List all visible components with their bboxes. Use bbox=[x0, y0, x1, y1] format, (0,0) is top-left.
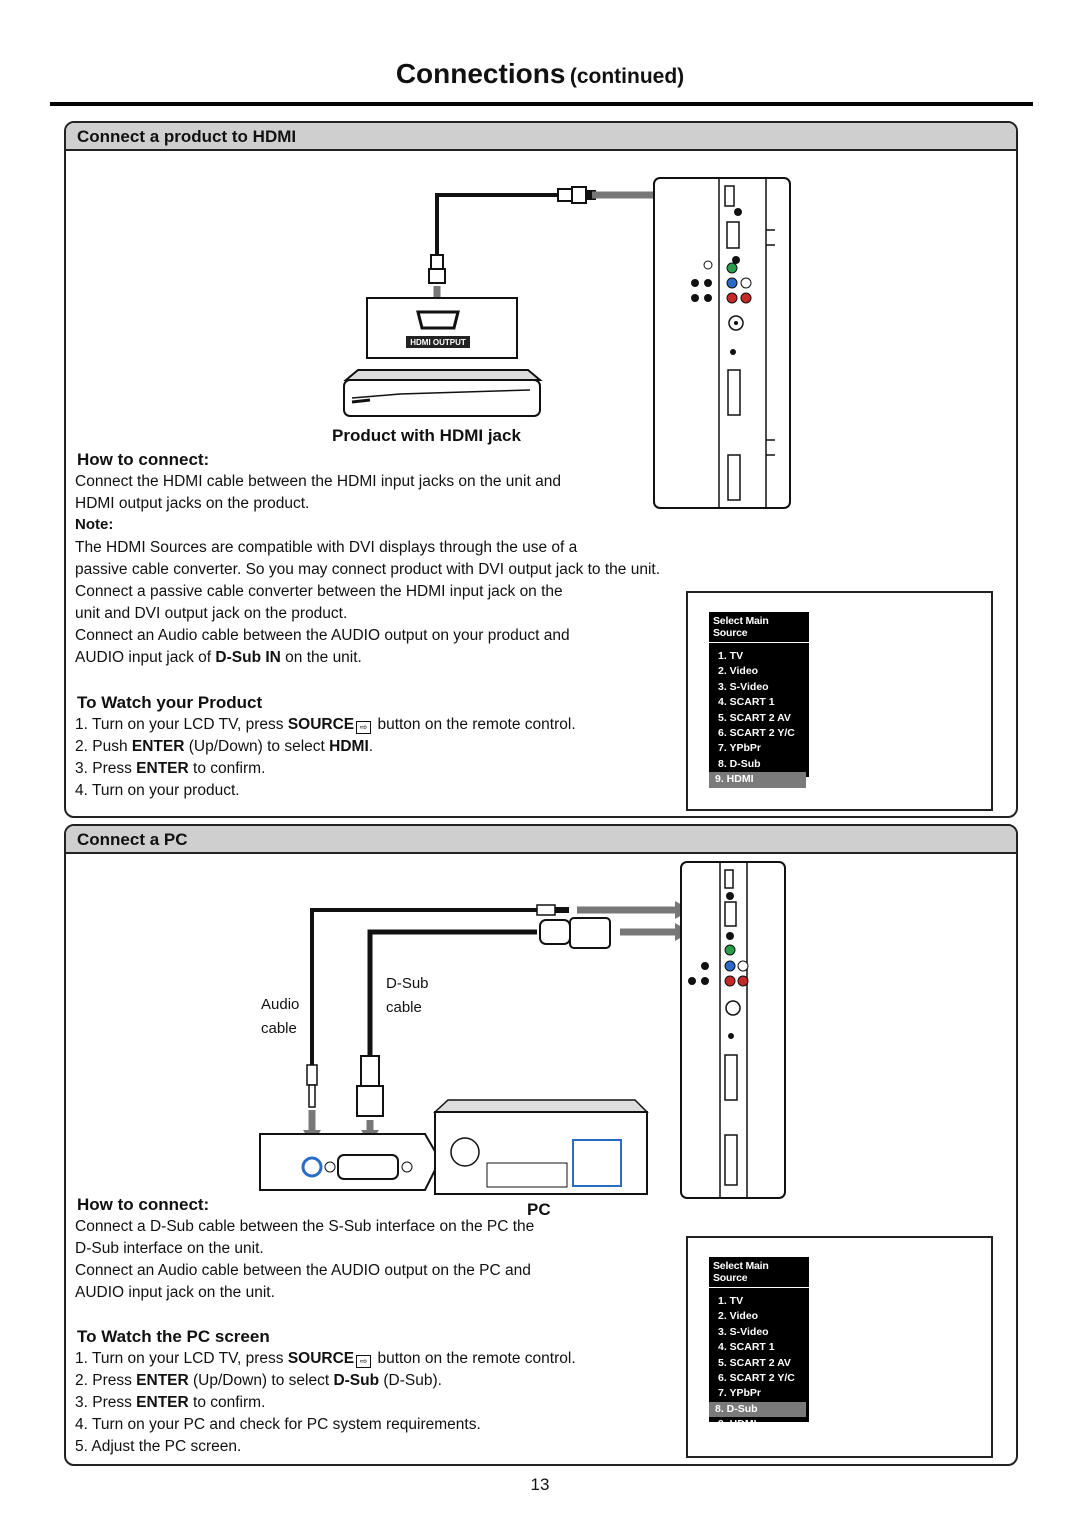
title-rule bbox=[50, 102, 1033, 106]
menu-item-tv[interactable]: 1. TV bbox=[718, 650, 744, 662]
hdmi-how-heading: How to connect: bbox=[77, 450, 210, 469]
pc-source-menu: Select Main Source 1. TV 2. Video 3. S-V… bbox=[709, 1257, 809, 1430]
menu-item-hdmi-selected[interactable]: 9. HDMI bbox=[709, 772, 806, 788]
menu-item-hdmi[interactable]: 9. HDMI bbox=[718, 1418, 757, 1431]
pc-watch-heading: To Watch the PC screen bbox=[77, 1327, 270, 1346]
menu-item-ypbpr[interactable]: 7. YPbPr bbox=[718, 1387, 761, 1400]
menu-item-scart1[interactable]: 4. SCART 1 bbox=[718, 696, 775, 709]
menu-item-scart2-yc[interactable]: 6. SCART 2 Y/C bbox=[718, 726, 795, 739]
hdmi-product-caption: Product with HDMI jack bbox=[332, 426, 521, 445]
pc-how-line: Connect an Audio cable between the AUDIO… bbox=[75, 1262, 531, 1279]
menu-item-svideo[interactable]: 3. S-Video bbox=[718, 680, 769, 693]
step-4: 4. Turn on your product. bbox=[75, 782, 240, 799]
hdmi-section-panel: Connect a product to HDMI bbox=[64, 121, 1018, 818]
hdmi-how-line-1: Connect the HDMI cable between the HDMI … bbox=[75, 473, 561, 490]
pc-how-line: AUDIO input jack on the unit. bbox=[75, 1284, 275, 1301]
hdmi-note-text: The HDMI Sources are compatible with DVI… bbox=[75, 537, 795, 669]
menu-item-tv[interactable]: 1. TV bbox=[718, 1295, 744, 1307]
pc-how-line: D-Sub interface on the unit. bbox=[75, 1240, 264, 1257]
menu-header: Select Main Source bbox=[709, 612, 809, 643]
hdmi-source-menu: Select Main Source 1. TV 2. Video 3. S-V… bbox=[709, 612, 809, 788]
menu-item-scart1[interactable]: 4. SCART 1 bbox=[718, 1341, 775, 1354]
hdmi-watch-steps: 1. Turn on your LCD TV, press SOURCE⇨ bu… bbox=[75, 714, 685, 802]
audio-plug-top-icon bbox=[536, 904, 569, 916]
page-title: Connections (continued) bbox=[0, 58, 1080, 90]
menu-header: Select Main Source bbox=[709, 1257, 809, 1288]
menu-item-video[interactable]: 2. Video bbox=[718, 665, 759, 678]
hdmi-plug-bottom-icon bbox=[428, 254, 446, 284]
step-4: 4. Turn on your PC and check for PC syst… bbox=[75, 1416, 481, 1433]
pc-tower-icon bbox=[433, 1099, 649, 1195]
title-sub: (continued) bbox=[569, 65, 685, 88]
tv-rear-panel-icon-pc bbox=[680, 861, 786, 1199]
dsub-cable-label: D-Sub cable bbox=[386, 975, 429, 1016]
pc-watch-steps: 1. Turn on your LCD TV, press SOURCE⇨ bu… bbox=[75, 1348, 685, 1458]
hdmi-watch-heading: To Watch your Product bbox=[77, 693, 263, 712]
hdmi-note-line: passive cable converter. So you may conn… bbox=[75, 561, 661, 578]
hdmi-connection-diagram: HDMI OUTPUT bbox=[343, 177, 791, 509]
hdmi-note-line: Connect a passive cable converter betwee… bbox=[75, 583, 563, 600]
hdmi-how-text: Connect the HDMI cable between the HDMI … bbox=[75, 471, 685, 515]
tv-rear-panel-icon bbox=[653, 177, 791, 509]
pc-section-heading: Connect a PC bbox=[66, 826, 1016, 854]
step-1: 1. Turn on your LCD TV, press SOURCE⇨ bu… bbox=[75, 1350, 576, 1368]
step-5: 5. Adjust the PC screen. bbox=[75, 1438, 242, 1455]
hdmi-note-line: The HDMI Sources are compatible with DVI… bbox=[75, 539, 578, 556]
step-2: 2. Press ENTER (Up/Down) to select D-Sub… bbox=[75, 1372, 442, 1389]
hdmi-output-label: HDMI OUTPUT bbox=[410, 338, 466, 347]
menu-item-scart2-av[interactable]: 5. SCART 2 AV bbox=[718, 711, 791, 724]
menu-item-scart2-yc[interactable]: 6. SCART 2 Y/C bbox=[718, 1371, 795, 1384]
menu-item-video[interactable]: 2. Video bbox=[718, 1310, 759, 1323]
hdmi-note-line-last: AUDIO input jack of D-Sub IN on the unit… bbox=[75, 649, 362, 666]
step-3: 3. Press ENTER to confirm. bbox=[75, 1394, 266, 1411]
pc-vga-port-icon bbox=[337, 1154, 399, 1180]
menu-item-scart2-av[interactable]: 5. SCART 2 AV bbox=[718, 1356, 791, 1369]
source-icon: ⇨ bbox=[356, 1355, 372, 1368]
menu-item-dsub[interactable]: 8. D-Sub bbox=[718, 757, 761, 770]
dsub-plug-top-icon bbox=[539, 917, 611, 949]
step-3: 3. Press ENTER to confirm. bbox=[75, 760, 266, 777]
audio-cable-label: Audio cable bbox=[261, 996, 300, 1037]
source-icon: ⇨ bbox=[356, 721, 372, 734]
audio-plug-bottom-icon bbox=[306, 1064, 318, 1108]
hdmi-plug-top-icon bbox=[557, 186, 596, 204]
hdmi-note-heading: Note: bbox=[75, 516, 114, 533]
hdmi-note-line: unit and DVI output jack on the product. bbox=[75, 605, 348, 622]
menu-item-ypbpr[interactable]: 7. YPbPr bbox=[718, 742, 761, 755]
pc-how-text: Connect a D-Sub cable between the S-Sub … bbox=[75, 1216, 675, 1304]
page-number: 13 bbox=[530, 1475, 550, 1494]
title-main: Connections bbox=[395, 58, 566, 89]
hdmi-section-heading: Connect a product to HDMI bbox=[66, 123, 1016, 151]
pc-audio-jack-icon bbox=[301, 1156, 323, 1178]
pc-how-line: Connect a D-Sub cable between the S-Sub … bbox=[75, 1218, 535, 1235]
pc-label: PC bbox=[527, 1200, 551, 1219]
dsub-plug-bottom-icon bbox=[356, 1055, 384, 1117]
menu-item-svideo[interactable]: 3. S-Video bbox=[718, 1325, 769, 1338]
menu-item-dsub-selected[interactable]: 8. D-Sub bbox=[709, 1401, 806, 1418]
hdmi-note-line: Connect an Audio cable between the AUDIO… bbox=[75, 627, 570, 644]
step-1: 1. Turn on your LCD TV, press SOURCE⇨ bu… bbox=[75, 716, 576, 734]
pc-how-heading: How to connect: bbox=[77, 1195, 210, 1214]
hdmi-how-line-2: HDMI output jacks on the product. bbox=[75, 495, 310, 512]
step-2: 2. Push ENTER (Up/Down) to select HDMI. bbox=[75, 738, 374, 755]
pc-connection-diagram bbox=[259, 861, 786, 1199]
